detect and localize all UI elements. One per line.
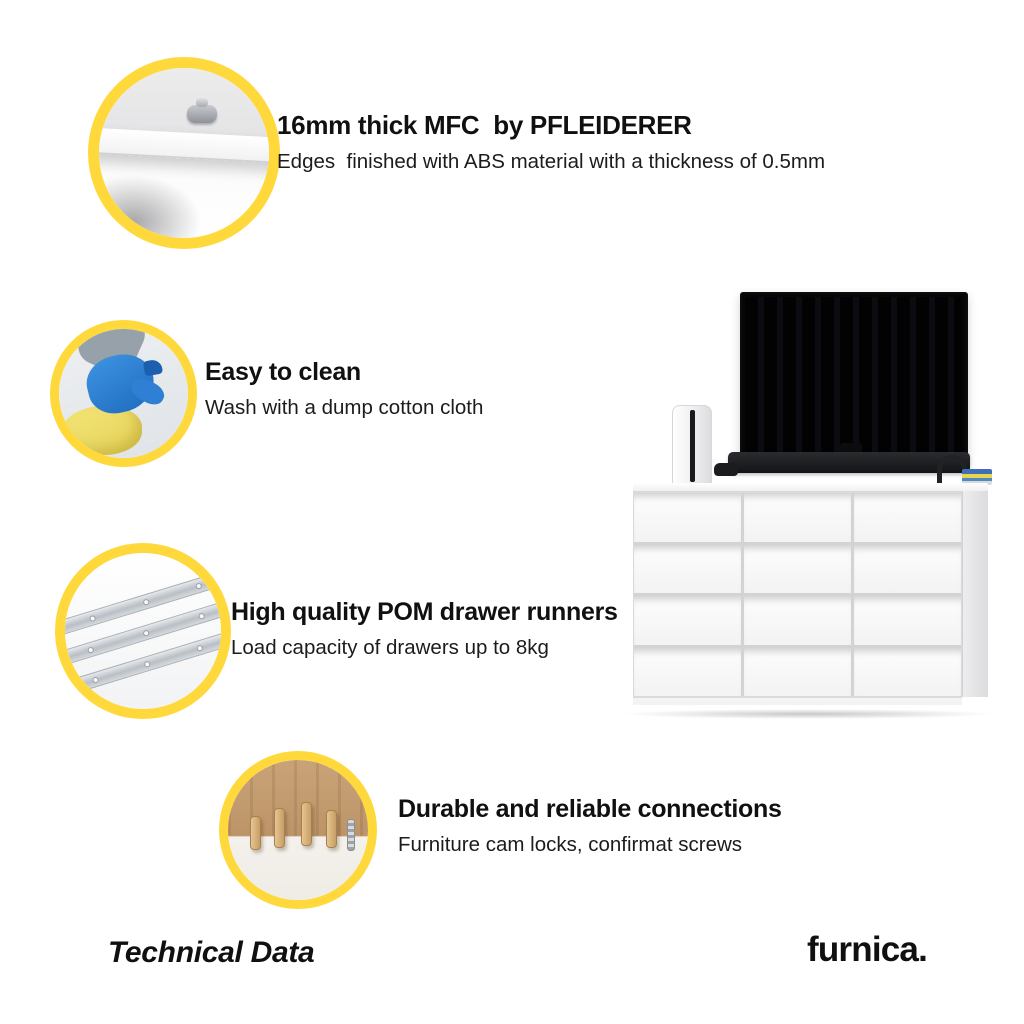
drawer-front bbox=[854, 596, 961, 645]
tv-screen bbox=[745, 297, 963, 455]
drawer-front bbox=[634, 647, 741, 696]
dresser bbox=[633, 483, 988, 705]
drawer-front bbox=[744, 596, 851, 645]
feature-connections: Durable and reliable connections Furnitu… bbox=[398, 795, 958, 857]
cleaning-illustration bbox=[59, 329, 188, 458]
tv bbox=[740, 292, 968, 466]
feature-title: Durable and reliable connections bbox=[398, 795, 782, 823]
tv-camera bbox=[840, 443, 862, 454]
panel-edge-photo bbox=[88, 57, 280, 249]
drawer-front bbox=[634, 544, 741, 593]
feature-mfc: 16mm thick MFC by PFLEIDERER Edges finis… bbox=[277, 110, 917, 174]
cam-locks-photo bbox=[219, 751, 377, 909]
books bbox=[962, 469, 992, 485]
cleaning-photo bbox=[50, 320, 197, 467]
dresser-top bbox=[633, 483, 988, 492]
confirmat-screw bbox=[347, 818, 355, 851]
yellow-cloth bbox=[61, 406, 142, 456]
wooden-dowel bbox=[274, 807, 286, 848]
metal-connector bbox=[187, 98, 218, 124]
drawer-front bbox=[854, 493, 961, 542]
shadow bbox=[99, 175, 201, 238]
wooden-dowel bbox=[250, 816, 262, 850]
soundbar bbox=[728, 452, 970, 473]
controller bbox=[714, 463, 738, 476]
feature-subtitle: Load capacity of drawers up to 8kg bbox=[231, 636, 549, 659]
dresser-side-panel bbox=[962, 491, 988, 697]
game-console bbox=[672, 405, 712, 487]
brand-logo: furnica. bbox=[806, 930, 928, 969]
drawer-grid bbox=[633, 492, 962, 697]
wooden-dowel bbox=[326, 810, 337, 849]
feature-title: High quality POM drawer runners bbox=[231, 598, 618, 626]
feature-subtitle: Edges finished with ABS material with a … bbox=[277, 150, 826, 173]
cam-locks-illustration bbox=[228, 760, 368, 900]
drawer-front bbox=[744, 647, 851, 696]
spray-nozzle bbox=[142, 358, 164, 377]
drawer-front bbox=[744, 544, 851, 593]
floor-shadow bbox=[622, 709, 994, 719]
page-title: Technical Data bbox=[108, 936, 315, 969]
wooden-dowel bbox=[300, 802, 312, 846]
feature-title: 16mm thick MFC by PFLEIDERER bbox=[277, 110, 692, 140]
dresser-plinth bbox=[633, 697, 962, 705]
feature-subtitle: Wash with a dump cotton cloth bbox=[205, 396, 484, 419]
panel-edge-illustration bbox=[99, 68, 269, 238]
white-panel bbox=[99, 127, 269, 164]
runners-illustration bbox=[65, 553, 221, 709]
drawer-runners-photo bbox=[55, 543, 231, 719]
feature-title: Easy to clean bbox=[205, 358, 361, 386]
feature-subtitle: Furniture cam locks, confirmat screws bbox=[398, 833, 743, 856]
feature-runners: High quality POM drawer runners Load cap… bbox=[231, 598, 791, 660]
drawer-front bbox=[854, 544, 961, 593]
drawer-front bbox=[744, 493, 851, 542]
drawer-front bbox=[634, 493, 741, 542]
drawer-front bbox=[634, 596, 741, 645]
product-photo bbox=[622, 285, 994, 721]
drawer-front bbox=[854, 647, 961, 696]
feature-clean: Easy to clean Wash with a dump cotton cl… bbox=[205, 358, 725, 420]
